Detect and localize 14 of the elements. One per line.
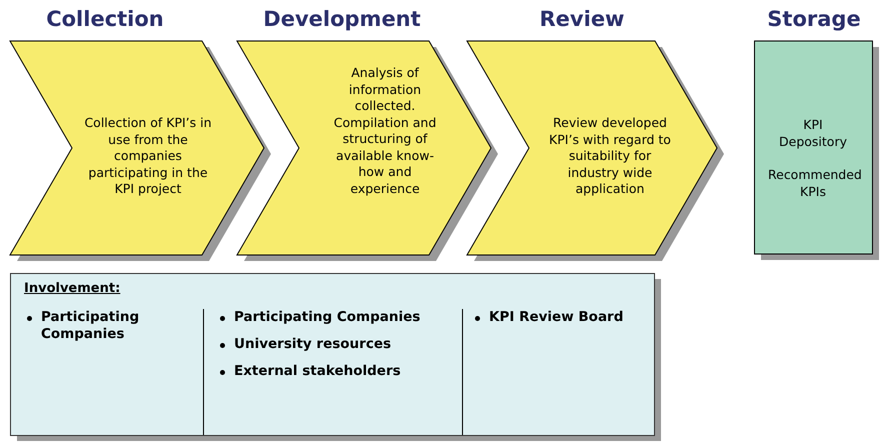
stage-description: Analysis of information collected. Compilation and structuring of available know-how and experience — [332, 65, 438, 197]
stage-heading: Review — [538, 7, 626, 31]
bullet-item: University resources — [234, 336, 392, 353]
bullet-item: External stakeholders — [234, 363, 402, 380]
bullet-item: Participating Companies — [41, 309, 140, 343]
stage-description: Review developed KPI’s with regard to suitability for industry wide application — [548, 115, 672, 198]
bullet-item: Participating Companies — [234, 309, 422, 326]
bullet-item: KPI Review Board — [489, 309, 624, 326]
involvement-heading: Involvement: — [24, 281, 120, 296]
stage-heading: Collection — [45, 7, 165, 31]
stage-heading: Storage — [766, 7, 862, 31]
stage-heading: Development — [262, 7, 422, 31]
storage-item: KPI Depository — [778, 117, 848, 150]
stage-description: Collection of KPI’s in use from the companies participating in the KPI project — [84, 115, 212, 198]
